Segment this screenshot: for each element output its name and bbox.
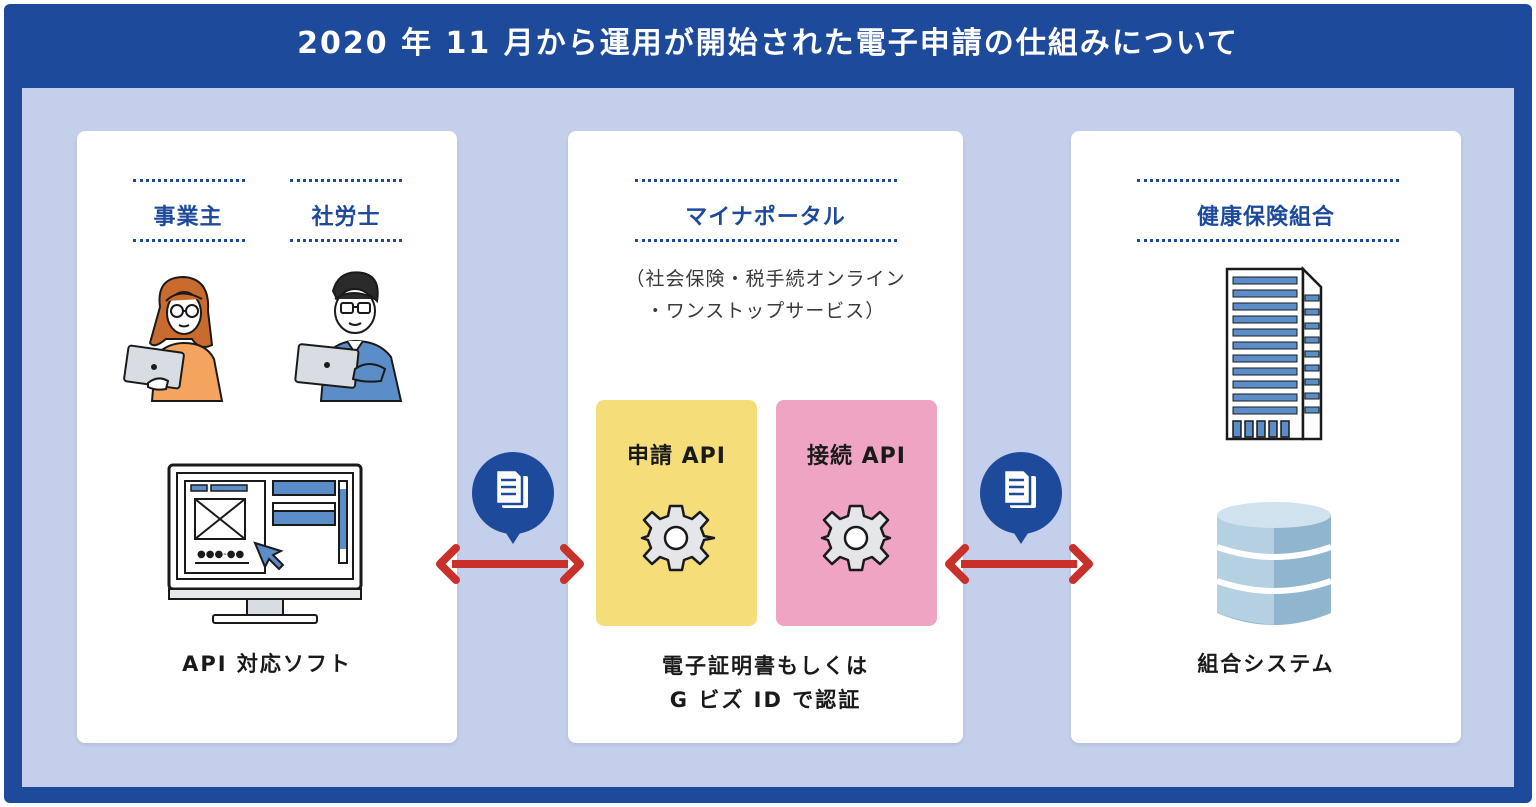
- union-card: 健康保険組合: [1071, 131, 1461, 743]
- divider: [133, 179, 245, 182]
- divider: [635, 179, 897, 182]
- union-heading: 健康保険組合: [1196, 205, 1335, 230]
- woman-with-laptop-icon: [123, 275, 224, 402]
- divider: [1137, 179, 1399, 182]
- apply-api-label: 申請 API: [627, 444, 726, 469]
- divider: [290, 179, 402, 182]
- gear-icon: [640, 504, 716, 572]
- connect-api-box: 接続 API: [776, 400, 937, 626]
- gear-icon: [820, 504, 892, 572]
- divider: [290, 239, 402, 242]
- software-caption: API 対応ソフト: [182, 652, 352, 676]
- document-icon: [472, 452, 554, 544]
- portal-note-line2: ・ワンストップサービス）: [645, 300, 886, 322]
- role-employer: 事業主: [153, 205, 223, 230]
- union-system-caption: 組合システム: [1197, 652, 1335, 676]
- double-arrow-icon: [436, 544, 584, 584]
- role-consultant: 社労士: [311, 205, 381, 230]
- divider: [635, 239, 897, 242]
- portal-note-line1: （社会保険・税手続オンライン: [625, 268, 906, 290]
- apply-api-box: 申請 API: [596, 400, 757, 626]
- database-icon: [1216, 502, 1332, 625]
- desktop-monitor-icon: ●●●-●●: [167, 463, 363, 624]
- man-with-laptop-icon: [294, 271, 403, 402]
- portal-heading: マイナポータル: [685, 205, 846, 230]
- divider: [133, 239, 245, 242]
- connect-api-label: 接続 API: [807, 444, 906, 469]
- document-icon: [980, 452, 1062, 544]
- client-card: 事業主 社労士: [77, 131, 457, 743]
- office-building-icon: [1225, 265, 1323, 441]
- divider: [1137, 239, 1399, 242]
- auth-caption-line2: G ビズ ID で認証: [669, 688, 862, 712]
- svg-text:●●●-●●: ●●●-●●: [197, 549, 245, 560]
- auth-caption-line1: 電子証明書もしくは: [662, 654, 869, 678]
- diagram-title: 2020 年 11 月から運用が開始された電子申請の仕組みについて: [297, 26, 1239, 61]
- double-arrow-icon: [945, 544, 1093, 584]
